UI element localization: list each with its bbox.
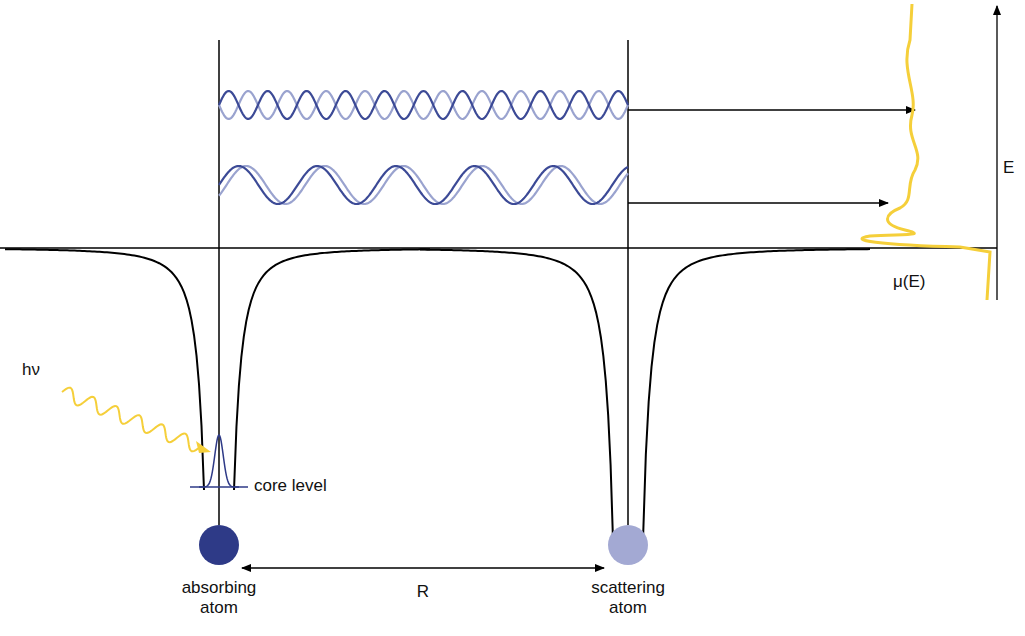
absorbing-atom bbox=[199, 525, 239, 565]
axis-label: μ(E) bbox=[893, 272, 953, 292]
energy-axis bbox=[996, 6, 997, 300]
photon-head bbox=[196, 441, 211, 453]
wave bbox=[219, 91, 628, 119]
atom-label: absorbing atom bbox=[174, 578, 264, 617]
potential-well bbox=[5, 249, 204, 490]
distance-arrow bbox=[242, 567, 604, 568]
atom-position-line bbox=[627, 40, 629, 525]
core-level-line bbox=[190, 486, 248, 488]
photon bbox=[62, 388, 200, 452]
photoelectron-waves bbox=[219, 91, 628, 204]
photon-label: hν bbox=[22, 360, 62, 380]
potential-wells bbox=[5, 249, 870, 540]
zero-energy-line bbox=[0, 247, 997, 249]
absorption-spectrum bbox=[862, 4, 990, 300]
core-level bbox=[190, 435, 248, 487]
potential-well bbox=[643, 249, 870, 540]
potential-well bbox=[234, 249, 430, 490]
level-label: core level bbox=[254, 476, 364, 496]
distance-label: R bbox=[408, 582, 438, 602]
guide-lines bbox=[0, 4, 997, 525]
atom-position-line bbox=[218, 40, 220, 525]
axis-label: E bbox=[1003, 158, 1023, 178]
scattering-atom bbox=[608, 525, 648, 565]
atom-label: scattering atom bbox=[583, 578, 673, 617]
wave bbox=[219, 166, 628, 204]
potential-well bbox=[420, 250, 613, 540]
core-wavefunction bbox=[199, 435, 239, 487]
wave bbox=[219, 91, 628, 119]
energy-arrow bbox=[628, 109, 915, 110]
energy-arrow bbox=[628, 202, 888, 203]
wave bbox=[219, 166, 628, 204]
